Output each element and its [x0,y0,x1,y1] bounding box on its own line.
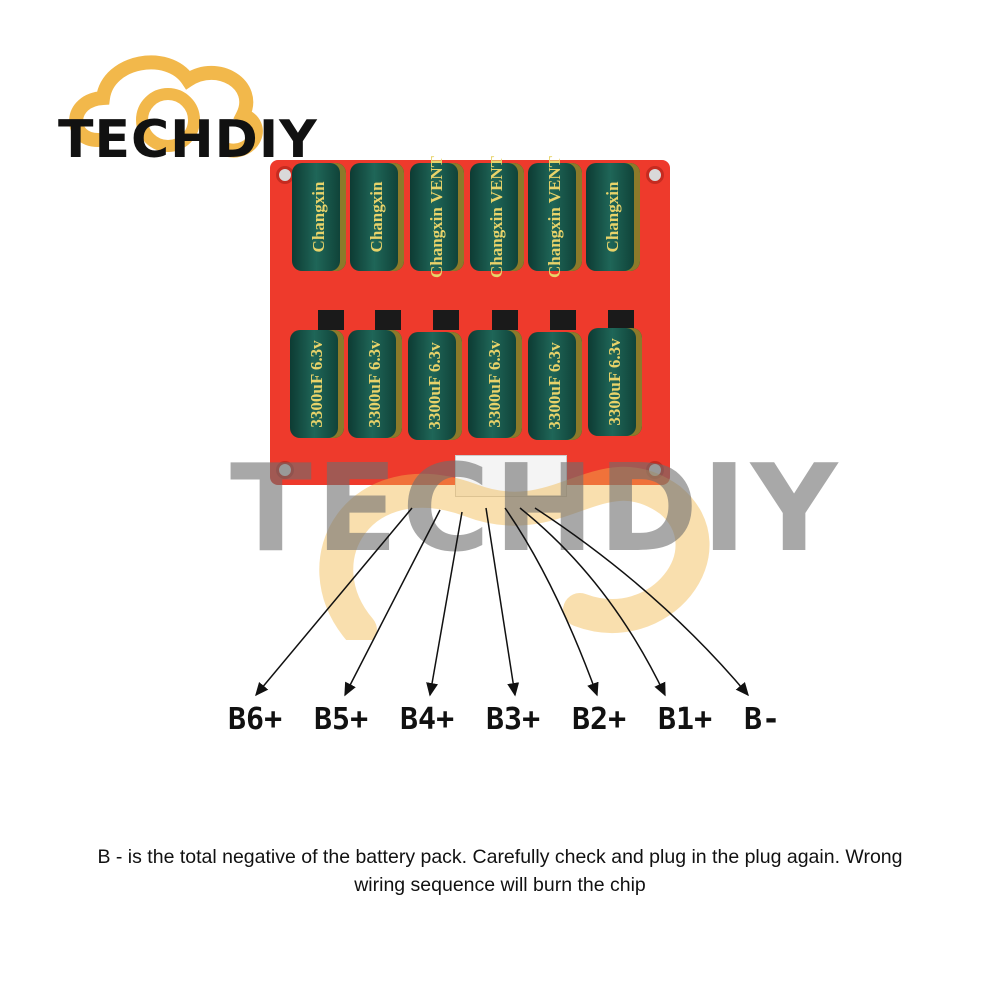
arrow-b5 [344,509,441,697]
capacitor: Changxin [292,163,346,271]
watermark-text: TECHDIY [230,440,842,579]
mount-hole [646,461,664,479]
ic-chip [318,310,344,330]
capacitor: 3300uF 6.3v [408,332,462,440]
mount-hole [646,166,664,184]
capacitor: 3300uF 6.3v [588,328,642,436]
capacitor: 3300uF 6.3v [528,332,582,440]
watermark-swirl-icon [319,466,710,640]
capacitor: 3300uF 6.3v [348,330,402,438]
pin-label-b4: B4+ [400,702,455,737]
pin-label-b1: B1+ [658,702,713,737]
capacitor: Changxin VENT [470,156,524,278]
arrow-b6 [255,507,413,697]
balance-connector [455,455,567,497]
arrow-b2 [504,507,599,697]
ic-chip [608,310,634,330]
ic-chip [433,310,459,330]
capacitor: Changxin VENT [410,156,464,278]
pin-label-b2: B2+ [572,702,627,737]
capacitor: Changxin VENT [528,156,582,278]
logo-cloud-icon [69,55,263,158]
capacitor: Changxin [586,163,640,271]
pin-label-b3: B3+ [486,702,541,737]
capacitor: 3300uF 6.3v [468,330,522,438]
arrow-b4 [426,511,463,697]
wiring-note: B - is the total negative of the battery… [97,846,903,896]
mount-hole [276,461,294,479]
capacitor: Changxin [350,163,404,271]
pin-label-bneg: B- [744,702,781,737]
ic-chip [492,310,518,330]
balancer-board: Changxin Changxin Changxin VENT Changxin… [270,156,670,485]
capacitor: 3300uF 6.3v [290,330,344,438]
pin-label-b5: B5+ [314,702,369,737]
arrow-b3 [485,507,520,697]
pin-label-b6: B6+ [228,702,283,737]
ic-chip [375,310,401,330]
ic-chip [550,310,576,330]
arrow-bneg [534,507,749,697]
arrow-b1 [519,507,666,697]
